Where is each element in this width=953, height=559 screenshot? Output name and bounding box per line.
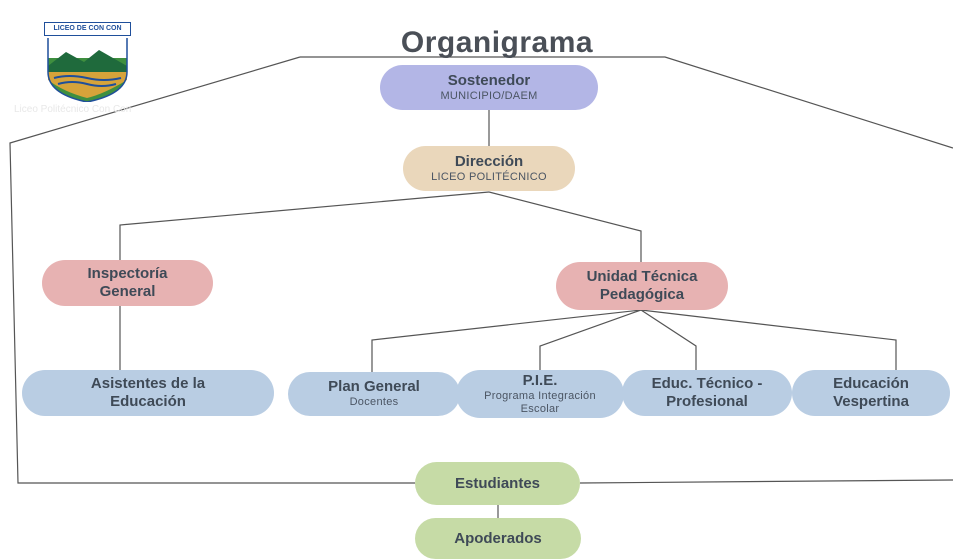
node-pie-subtitle-line2: Escolar (520, 403, 560, 415)
node-direccion-title: Dirección (454, 152, 524, 170)
connector-utp-tecnico (640, 309, 697, 372)
node-vespertina: Educación Vespertina (792, 370, 950, 416)
node-plan-general-subtitle: Docentes (349, 396, 399, 409)
node-plan-general-title: Plan General (328, 378, 420, 396)
node-tecnico-line1: Educ. Técnico - (651, 375, 763, 392)
node-sostenedor-title: Sostenedor (447, 71, 531, 89)
logo-label: LICEO DE CON CON (44, 22, 131, 36)
node-sostenedor-subtitle: MUNICIPIO/DAEM (440, 89, 538, 102)
shield-icon (47, 38, 128, 102)
node-plan-general: Plan General Docentes (288, 372, 460, 416)
node-apoderados: Apoderados (415, 518, 581, 559)
node-pie-subtitle-line1: Programa Integración (484, 389, 596, 402)
node-vespertina-line1: Educación (833, 375, 909, 392)
node-vespertina-line2: Vespertina (833, 393, 909, 410)
outer-frame-line-bottom-right (579, 479, 953, 484)
logo-caption: Liceo Politécnico Con Con (14, 104, 132, 115)
node-estudiantes-title: Estudiantes (454, 474, 541, 492)
node-inspectoria: Inspectoría General (42, 260, 213, 306)
node-utp-line2: Pedagógica (599, 286, 685, 303)
node-pie: P.I.E. Programa Integración Escolar (456, 370, 624, 418)
node-asistentes-line1: Asistentes de la (90, 375, 206, 392)
node-direccion-subtitle: LICEO POLITÉCNICO (431, 170, 547, 183)
connector-utp-plan (371, 309, 642, 372)
node-estudiantes: Estudiantes (415, 462, 580, 505)
connector-direccion-utp (488, 191, 642, 262)
node-asistentes: Asistentes de la Educación (22, 370, 274, 416)
node-apoderados-title: Apoderados (454, 529, 542, 547)
node-tecnico-line2: Profesional (666, 393, 748, 410)
outer-frame-line-right (300, 56, 953, 149)
page-title: Organigrama (400, 26, 594, 59)
node-sostenedor: Sostenedor MUNICIPIO/DAEM (380, 65, 598, 110)
node-utp-line1: Unidad Técnica (586, 268, 698, 285)
node-direccion: Dirección LICEO POLITÉCNICO (403, 146, 575, 191)
node-utp: Unidad Técnica Pedagógica (556, 262, 728, 310)
outer-frame-line-left (9, 56, 415, 484)
connector-utp-vespertina (640, 309, 897, 372)
connector-direccion-inspectoria (119, 191, 490, 262)
node-tecnico: Educ. Técnico - Profesional (622, 370, 792, 416)
node-pie-title: P.I.E. (522, 371, 558, 389)
connector-utp-pie (539, 309, 642, 372)
node-inspectoria-line2: General (99, 283, 156, 300)
node-asistentes-line2: Educación (110, 393, 186, 410)
school-logo: LICEO DE CON CON (44, 22, 131, 102)
node-inspectoria-line1: Inspectoría (87, 265, 168, 282)
